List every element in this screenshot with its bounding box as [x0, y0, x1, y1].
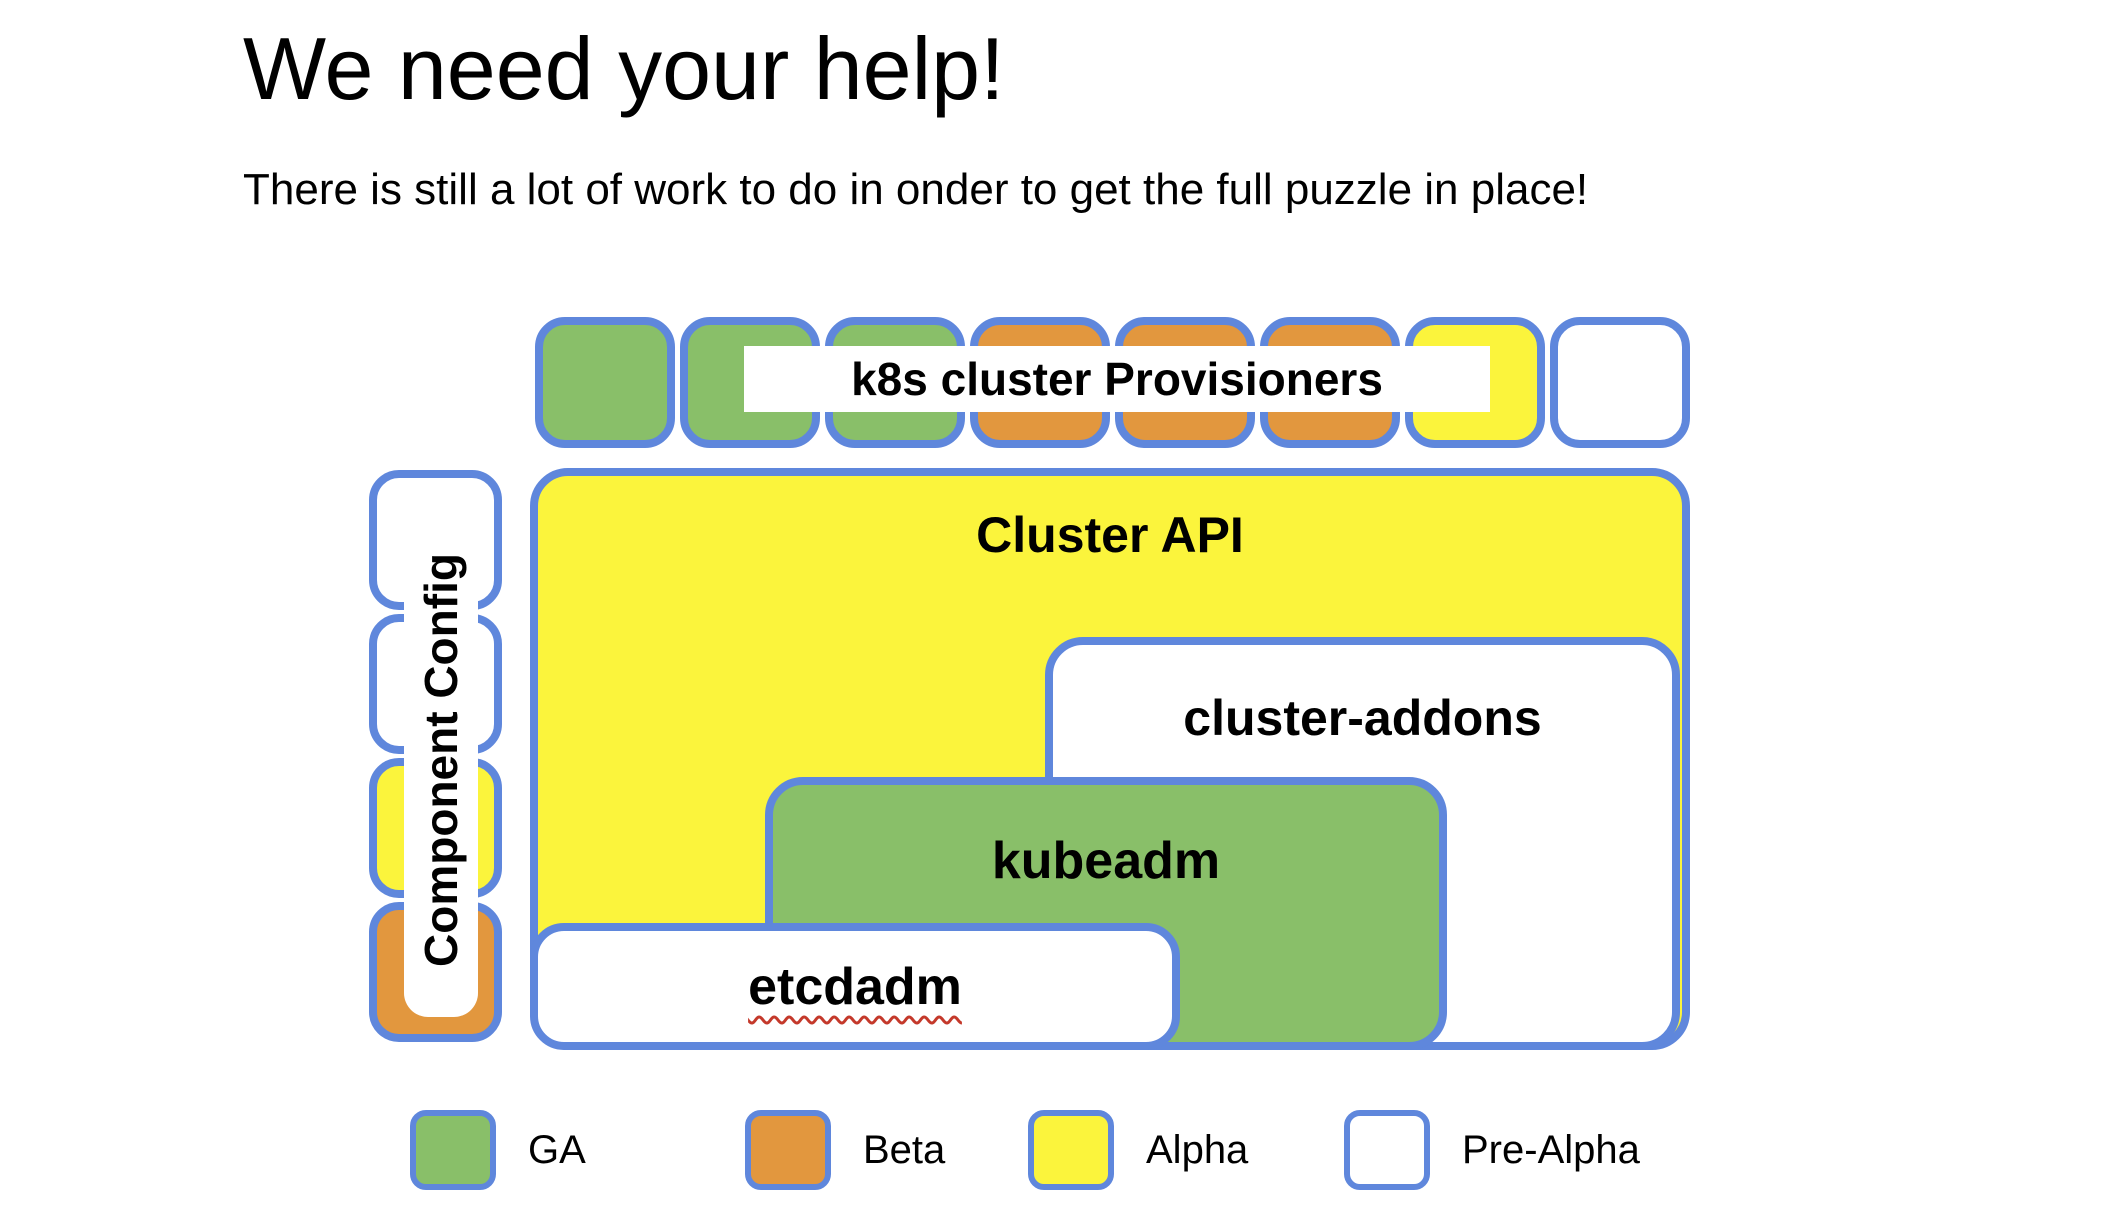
box-etcdadm: etcdadm: [530, 923, 1180, 1050]
slide-title: We need your help!: [243, 19, 1005, 118]
box-kubeadm-label: kubeadm: [991, 832, 1221, 890]
box-cluster-api-label: Cluster API: [976, 507, 1244, 563]
legend-label: Alpha: [1146, 1127, 1249, 1172]
provisioners-label-strip: k8s cluster Provisioners: [744, 346, 1490, 412]
provisioners-label: k8s cluster Provisioners: [851, 353, 1383, 405]
legend-item-pre-alpha: Pre-Alpha: [1344, 1110, 1640, 1190]
component-config-label-strip: Component Config: [404, 503, 478, 1017]
legend-label: Pre-Alpha: [1462, 1127, 1640, 1172]
slide-subtitle: There is still a lot of work to do in on…: [243, 165, 1589, 214]
legend-item-ga: GA: [410, 1110, 586, 1190]
legend-item-alpha: Alpha: [1028, 1110, 1248, 1190]
box-cluster-addons-label: cluster-addons: [1183, 690, 1542, 746]
legend-swatch-alpha: [1028, 1110, 1114, 1190]
legend-swatch-pre-alpha: [1344, 1110, 1430, 1190]
provisioner-square-pre-alpha: [1550, 317, 1690, 448]
legend-swatch-beta: [745, 1110, 831, 1190]
box-etcdadm-label: etcdadm: [748, 957, 962, 1016]
legend-item-beta: Beta: [745, 1110, 945, 1190]
legend-label: Beta: [863, 1127, 946, 1172]
component-config-label: Component Config: [415, 553, 468, 967]
legend-swatch-ga: [410, 1110, 496, 1190]
legend-label: GA: [528, 1127, 586, 1172]
provisioner-square-ga: [535, 317, 675, 448]
